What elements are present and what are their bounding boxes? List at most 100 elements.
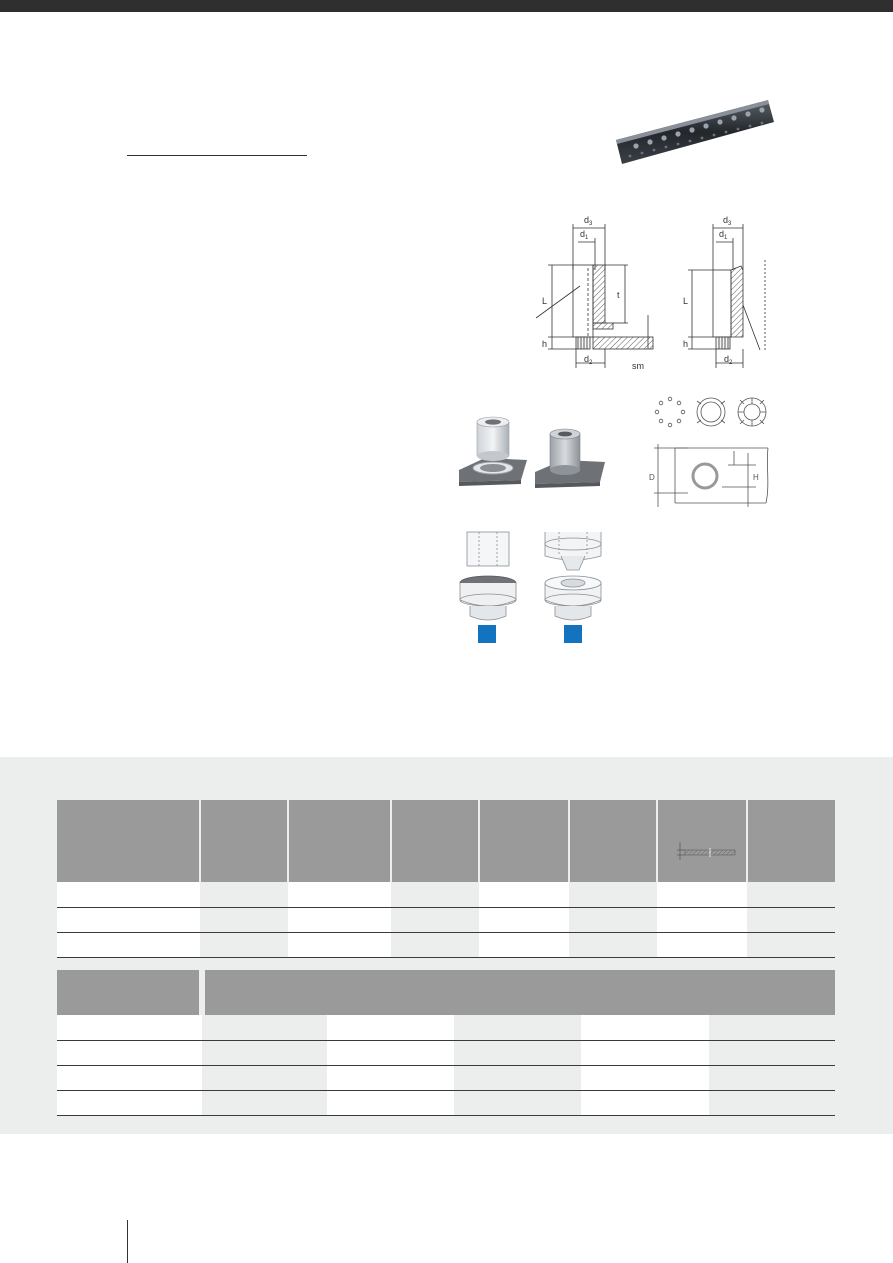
table-cell (57, 932, 200, 958)
column-header (57, 800, 201, 882)
table-cell (569, 932, 657, 958)
table-cell (569, 882, 657, 908)
column-header (391, 800, 480, 882)
column-header (288, 800, 392, 882)
table-cell (57, 1065, 202, 1091)
table-row (57, 882, 835, 908)
table-cell (200, 907, 288, 933)
table-cell (454, 1040, 581, 1066)
table-header-row (57, 800, 835, 882)
table-cell (391, 882, 479, 908)
table-header-row (57, 970, 836, 1015)
accent-marker-left (478, 625, 496, 643)
label-h: h (542, 339, 547, 349)
table-cell (200, 932, 288, 958)
table-cell (709, 1090, 836, 1116)
column-header (200, 800, 289, 882)
table-row (57, 1065, 836, 1091)
label-H: H (753, 473, 759, 482)
table-cell (479, 882, 569, 908)
dimensions-table (57, 800, 835, 958)
table-cell (202, 1065, 327, 1091)
column-header (569, 800, 658, 882)
table-cell (657, 882, 747, 908)
accent-marker-right (564, 625, 582, 643)
table-cell (479, 907, 569, 933)
table-cell (57, 1015, 202, 1041)
table-cell (391, 907, 479, 933)
press-in-diagram (459, 531, 602, 643)
table-cell (57, 1040, 202, 1066)
table-cell (454, 1065, 581, 1091)
column-header (57, 970, 205, 1015)
table-cell (454, 1090, 581, 1116)
svg-text:d3: d3 (584, 215, 593, 227)
table-cell (454, 1015, 581, 1041)
table-cell (57, 882, 200, 908)
table-cell (569, 907, 657, 933)
svg-text:d1: d1 (580, 229, 589, 241)
table-cell (657, 932, 747, 958)
svg-text:d1: d1 (719, 229, 728, 241)
table-cell (327, 1090, 454, 1116)
label-d1-right: d (719, 229, 724, 239)
label-d2-sub: 2 (589, 360, 593, 366)
table-row (57, 1040, 836, 1066)
label-D: D (649, 473, 655, 482)
table-cell (747, 907, 835, 933)
table-cell (581, 1040, 709, 1066)
column-header-group (202, 970, 836, 1015)
table-cell (479, 932, 569, 958)
table-cell (581, 1065, 709, 1091)
table-row (57, 1090, 836, 1116)
table-cell (288, 907, 391, 933)
product-strip-photo (616, 100, 774, 164)
label-d3-sub-right: 3 (728, 221, 732, 227)
table-cell (709, 1040, 836, 1066)
table-cell (581, 1015, 709, 1041)
title-underline (127, 155, 307, 156)
dimension-drawing: d3 d1 L t h d2 sm d3 d1 L h d2 (535, 215, 766, 371)
table-cell (657, 907, 747, 933)
table-cell (202, 1040, 327, 1066)
label-d2: d (584, 354, 589, 364)
table-cell (327, 1015, 454, 1041)
table-cell (288, 882, 391, 908)
label-d1-sub-right: 1 (724, 235, 728, 241)
label-d3: d (584, 215, 589, 225)
table-cell (327, 1040, 454, 1066)
column-header (479, 800, 570, 882)
nut-installation-render (459, 416, 605, 488)
hole-pattern-diagram: D H (649, 396, 769, 507)
label-d2-sub-right: 2 (729, 360, 733, 366)
table-cell (327, 1065, 454, 1091)
label-t: t (617, 290, 620, 300)
footer-divider (127, 1220, 128, 1263)
label-h-right: h (683, 339, 688, 349)
label-L: L (542, 296, 547, 306)
table-cell (202, 1015, 327, 1041)
sheet-thickness-icon (677, 842, 736, 860)
table-row (57, 907, 835, 933)
column-header (747, 800, 835, 882)
svg-text:d2: d2 (724, 354, 733, 366)
label-sm: sm (632, 361, 644, 371)
table-row (57, 1015, 836, 1041)
table-cell (57, 1090, 202, 1116)
table-cell (747, 882, 835, 908)
table-cell (709, 1065, 836, 1091)
table-cell (581, 1090, 709, 1116)
table-cell (391, 932, 479, 958)
performance-table (57, 970, 836, 1116)
table-cell (200, 882, 288, 908)
label-d3-sub: 3 (589, 221, 593, 227)
label-d1: d (580, 229, 585, 239)
label-d2-right: d (724, 354, 729, 364)
svg-text:d3: d3 (723, 215, 732, 227)
table-cell (57, 907, 200, 933)
label-L-right: L (683, 296, 688, 306)
column-header-sheet-thickness (657, 800, 748, 882)
label-d1-sub: 1 (585, 235, 589, 241)
label-d3-right: d (723, 215, 728, 225)
svg-text:d2: d2 (584, 354, 593, 366)
